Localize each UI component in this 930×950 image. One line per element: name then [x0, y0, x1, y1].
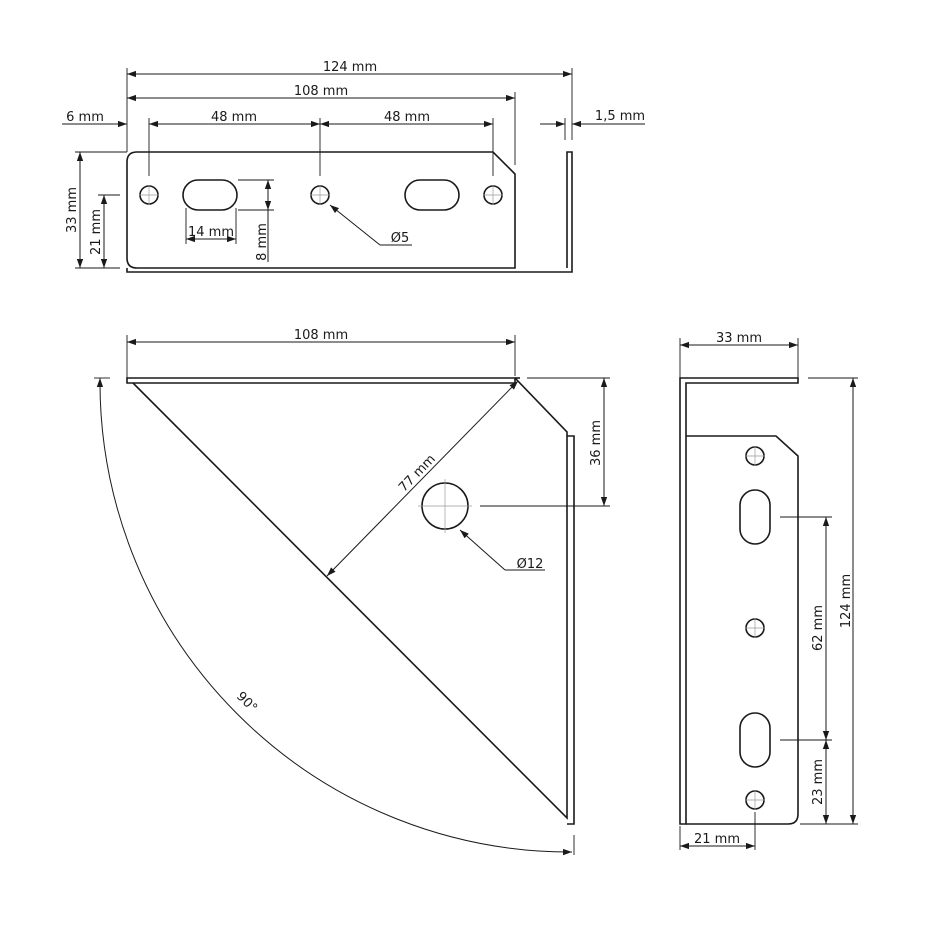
dimension-label-diagonal: 77 mm	[396, 452, 439, 496]
dimension-label-offset: 6 mm	[66, 110, 104, 125]
angle-arc	[96, 377, 573, 856]
front-view: 108 mm 77 mm 36 mm Ø12 90°	[94, 328, 610, 856]
dimension-label-width: 33 mm	[716, 331, 762, 346]
bracket-gusset-outline	[132, 377, 575, 825]
dimension-label-spacing-right: 48 mm	[384, 110, 430, 125]
mounting-slot	[739, 712, 771, 768]
hole-diameter-label: Ø5	[391, 231, 410, 246]
dimension-label-length: 108 mm	[294, 328, 348, 343]
dimension-label-slot-width: 14 mm	[188, 225, 234, 240]
mounting-slot	[404, 179, 460, 211]
mounting-slot	[739, 489, 771, 545]
dimension-label-hole-offset: 36 mm	[589, 420, 604, 466]
dimension-label-height: 124 mm	[839, 574, 854, 628]
top-view: 124 mm 108 mm 48 mm 48 mm 6 mm 1,5 mm 33…	[62, 60, 645, 273]
bracket-plate-outline	[126, 151, 516, 269]
dimension-label-total: 124 mm	[323, 60, 377, 75]
dimension-label-hole-height: 21 mm	[89, 209, 104, 255]
mounting-slot	[182, 179, 238, 211]
leader-line-hole-diameter	[329, 204, 381, 246]
dimension-label-spacing-left: 48 mm	[211, 110, 257, 125]
leader-line-large-hole	[459, 529, 506, 571]
dimension-label-slot-spacing: 62 mm	[811, 605, 826, 651]
large-hole-diameter-label: Ø12	[517, 557, 544, 572]
side-view: 33 mm 124 mm 62 mm 23 mm 21 mm	[679, 331, 858, 850]
dimension-label-height: 33 mm	[65, 187, 80, 233]
bracket-top-flange	[126, 377, 516, 384]
side-plate-outline	[686, 435, 799, 825]
dimension-label-thickness: 1,5 mm	[595, 109, 645, 124]
dimension-label-slot-height: 8 mm	[255, 223, 270, 261]
dimension-label-bottom-offset: 23 mm	[811, 759, 826, 805]
dimension-label-inner: 108 mm	[294, 84, 348, 99]
side-flange-outline	[679, 377, 799, 825]
angle-label: 90°	[233, 689, 260, 716]
bracket-flange-outline	[126, 151, 573, 273]
dimension-label-hole-offset: 21 mm	[694, 832, 740, 847]
